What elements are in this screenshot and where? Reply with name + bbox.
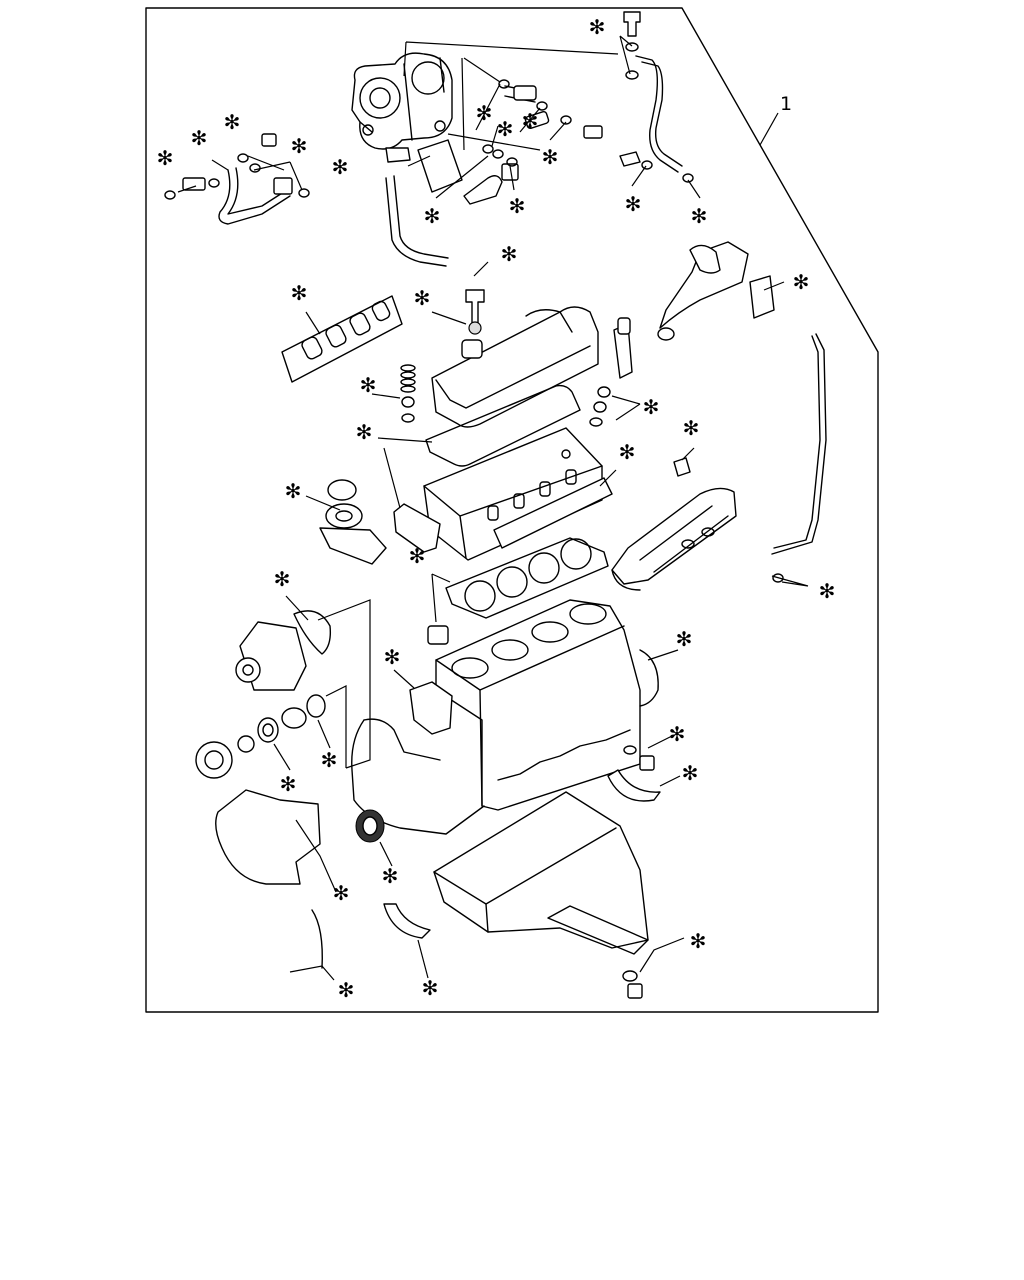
kit-marker: ✻ xyxy=(291,134,308,158)
kit-marker: ✻ xyxy=(643,395,660,419)
kit-marker: ✻ xyxy=(285,479,302,503)
kit-marker: ✻ xyxy=(333,881,350,905)
crank-gear xyxy=(195,735,255,779)
thrust-washer-lower xyxy=(383,903,431,939)
kit-marker: ✻ xyxy=(384,645,401,669)
thrust-washer-upper xyxy=(607,769,661,802)
kit-marker: ✻ xyxy=(793,270,810,294)
kit-marker: ✻ xyxy=(589,15,606,39)
kit-marker: ✻ xyxy=(338,978,355,1002)
turbo-gasket xyxy=(417,139,463,193)
head-gasket xyxy=(445,537,609,619)
kit-marker: ✻ xyxy=(191,126,208,150)
inlet-elbow xyxy=(463,175,503,205)
kit-marker: ✻ xyxy=(690,929,707,953)
valve-cover xyxy=(431,306,599,428)
oil-pan-gasket xyxy=(547,905,649,955)
kit-marker: ✻ xyxy=(274,567,291,591)
kit-marker: ✻ xyxy=(676,627,693,651)
kit-marker: ✻ xyxy=(542,145,559,169)
kit-marker: ✻ xyxy=(501,242,518,266)
kit-marker: ✻ xyxy=(224,110,241,134)
kit-marker: ✻ xyxy=(360,373,377,397)
left-oil-pipe xyxy=(164,133,310,225)
turbo-oil-feed-pipe xyxy=(635,55,679,173)
kit-marker: ✻ xyxy=(476,101,493,125)
oil-pump-gasket xyxy=(409,681,453,735)
kit-marker: ✻ xyxy=(619,440,636,464)
water-pump xyxy=(235,621,307,691)
kit-marker: ✻ xyxy=(409,544,426,568)
rear-seal-ring xyxy=(639,649,659,707)
dipstick-tube xyxy=(771,333,827,583)
small-gasket xyxy=(427,625,449,645)
kit-marker: ✻ xyxy=(691,204,708,228)
valve-cover-gasket xyxy=(425,384,581,467)
kit-marker: ✻ xyxy=(356,420,373,444)
front-seal xyxy=(257,707,307,743)
kit-marker: ✻ xyxy=(497,117,514,141)
kit-marker: ✻ xyxy=(625,192,642,216)
kit-marker: ✻ xyxy=(280,772,297,796)
rear-oil-seal xyxy=(355,809,385,843)
front-cover-gasket-line xyxy=(351,719,485,835)
callout-1: 1 xyxy=(759,93,792,146)
head-end-gasket xyxy=(393,503,441,553)
water-pump-gasket xyxy=(293,610,332,655)
kit-marker: ✻ xyxy=(414,286,431,310)
port-gasket xyxy=(673,457,691,477)
kit-marker: ✻ xyxy=(422,976,439,1000)
kit-marker: ✻ xyxy=(669,722,686,746)
water-outlet-pipe xyxy=(657,241,775,341)
oil-pan xyxy=(433,791,649,949)
kit-marker: ✻ xyxy=(509,194,526,218)
intake-manifold xyxy=(611,487,737,591)
kit-marker: ✻ xyxy=(321,748,338,772)
part-markers: ✻ ✻ ✻ ✻ ✻ ✻ ✻ ✻ ✻ ✻ ✻ ✻ ✻ ✻ ✻ ✻ ✻ ✻ ✻ ✻ … xyxy=(157,15,836,1002)
exhaust-manifold-gasket xyxy=(281,295,403,383)
kit-marker: ✻ xyxy=(683,416,700,440)
kit-marker: ✻ xyxy=(157,146,174,170)
injector xyxy=(589,317,633,427)
side-seal-strip xyxy=(311,909,323,969)
kit-marker: ✻ xyxy=(291,281,308,305)
drain-plug xyxy=(622,970,643,999)
turbo-drain-pipe xyxy=(385,175,449,267)
o-ring xyxy=(306,694,326,718)
callout-number: 1 xyxy=(780,93,792,115)
valve-spring xyxy=(400,364,416,423)
kit-frame xyxy=(145,7,879,1013)
kit-marker: ✻ xyxy=(819,579,836,603)
front-cover-gasket xyxy=(215,789,321,885)
kit-marker: ✻ xyxy=(382,864,399,888)
kit-marker: ✻ xyxy=(424,204,441,228)
kit-marker: ✻ xyxy=(332,155,349,179)
bearing-cap-bolt xyxy=(623,745,655,771)
turbocharger xyxy=(351,52,453,150)
banjo-bolt xyxy=(623,11,641,37)
kit-marker: ✻ xyxy=(682,761,699,785)
kit-marker: ✻ xyxy=(522,109,539,133)
leader-lines xyxy=(177,35,809,981)
cover-bolt xyxy=(465,289,485,327)
thermostat-gaskets xyxy=(319,479,387,565)
intake-gasket xyxy=(493,477,613,549)
cylinder-block xyxy=(435,599,641,811)
